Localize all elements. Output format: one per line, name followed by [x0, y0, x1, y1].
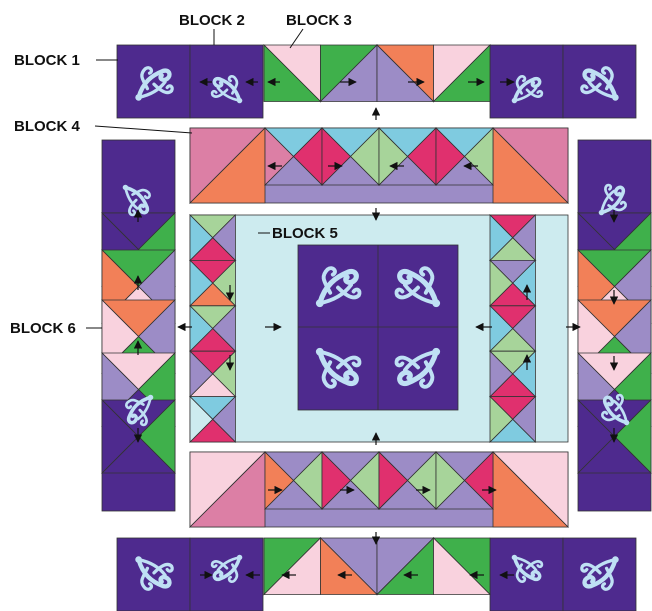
block-6-label: BLOCK 6 [10, 320, 76, 337]
block-5-label: BLOCK 5 [272, 225, 338, 242]
border-purple-square [102, 140, 175, 213]
border-purple-square [563, 538, 636, 611]
fabric-layer [102, 45, 651, 611]
border-purple-square [578, 140, 651, 213]
block-4-leader [95, 126, 192, 133]
block-1-label: BLOCK 1 [14, 52, 80, 69]
border-purple-square [563, 45, 636, 118]
border-purple-square [117, 45, 190, 118]
block-4-label: BLOCK 4 [14, 118, 80, 135]
block-2-label: BLOCK 2 [179, 12, 245, 29]
border-purple-square [117, 538, 190, 611]
block-3-label: BLOCK 3 [286, 12, 352, 29]
